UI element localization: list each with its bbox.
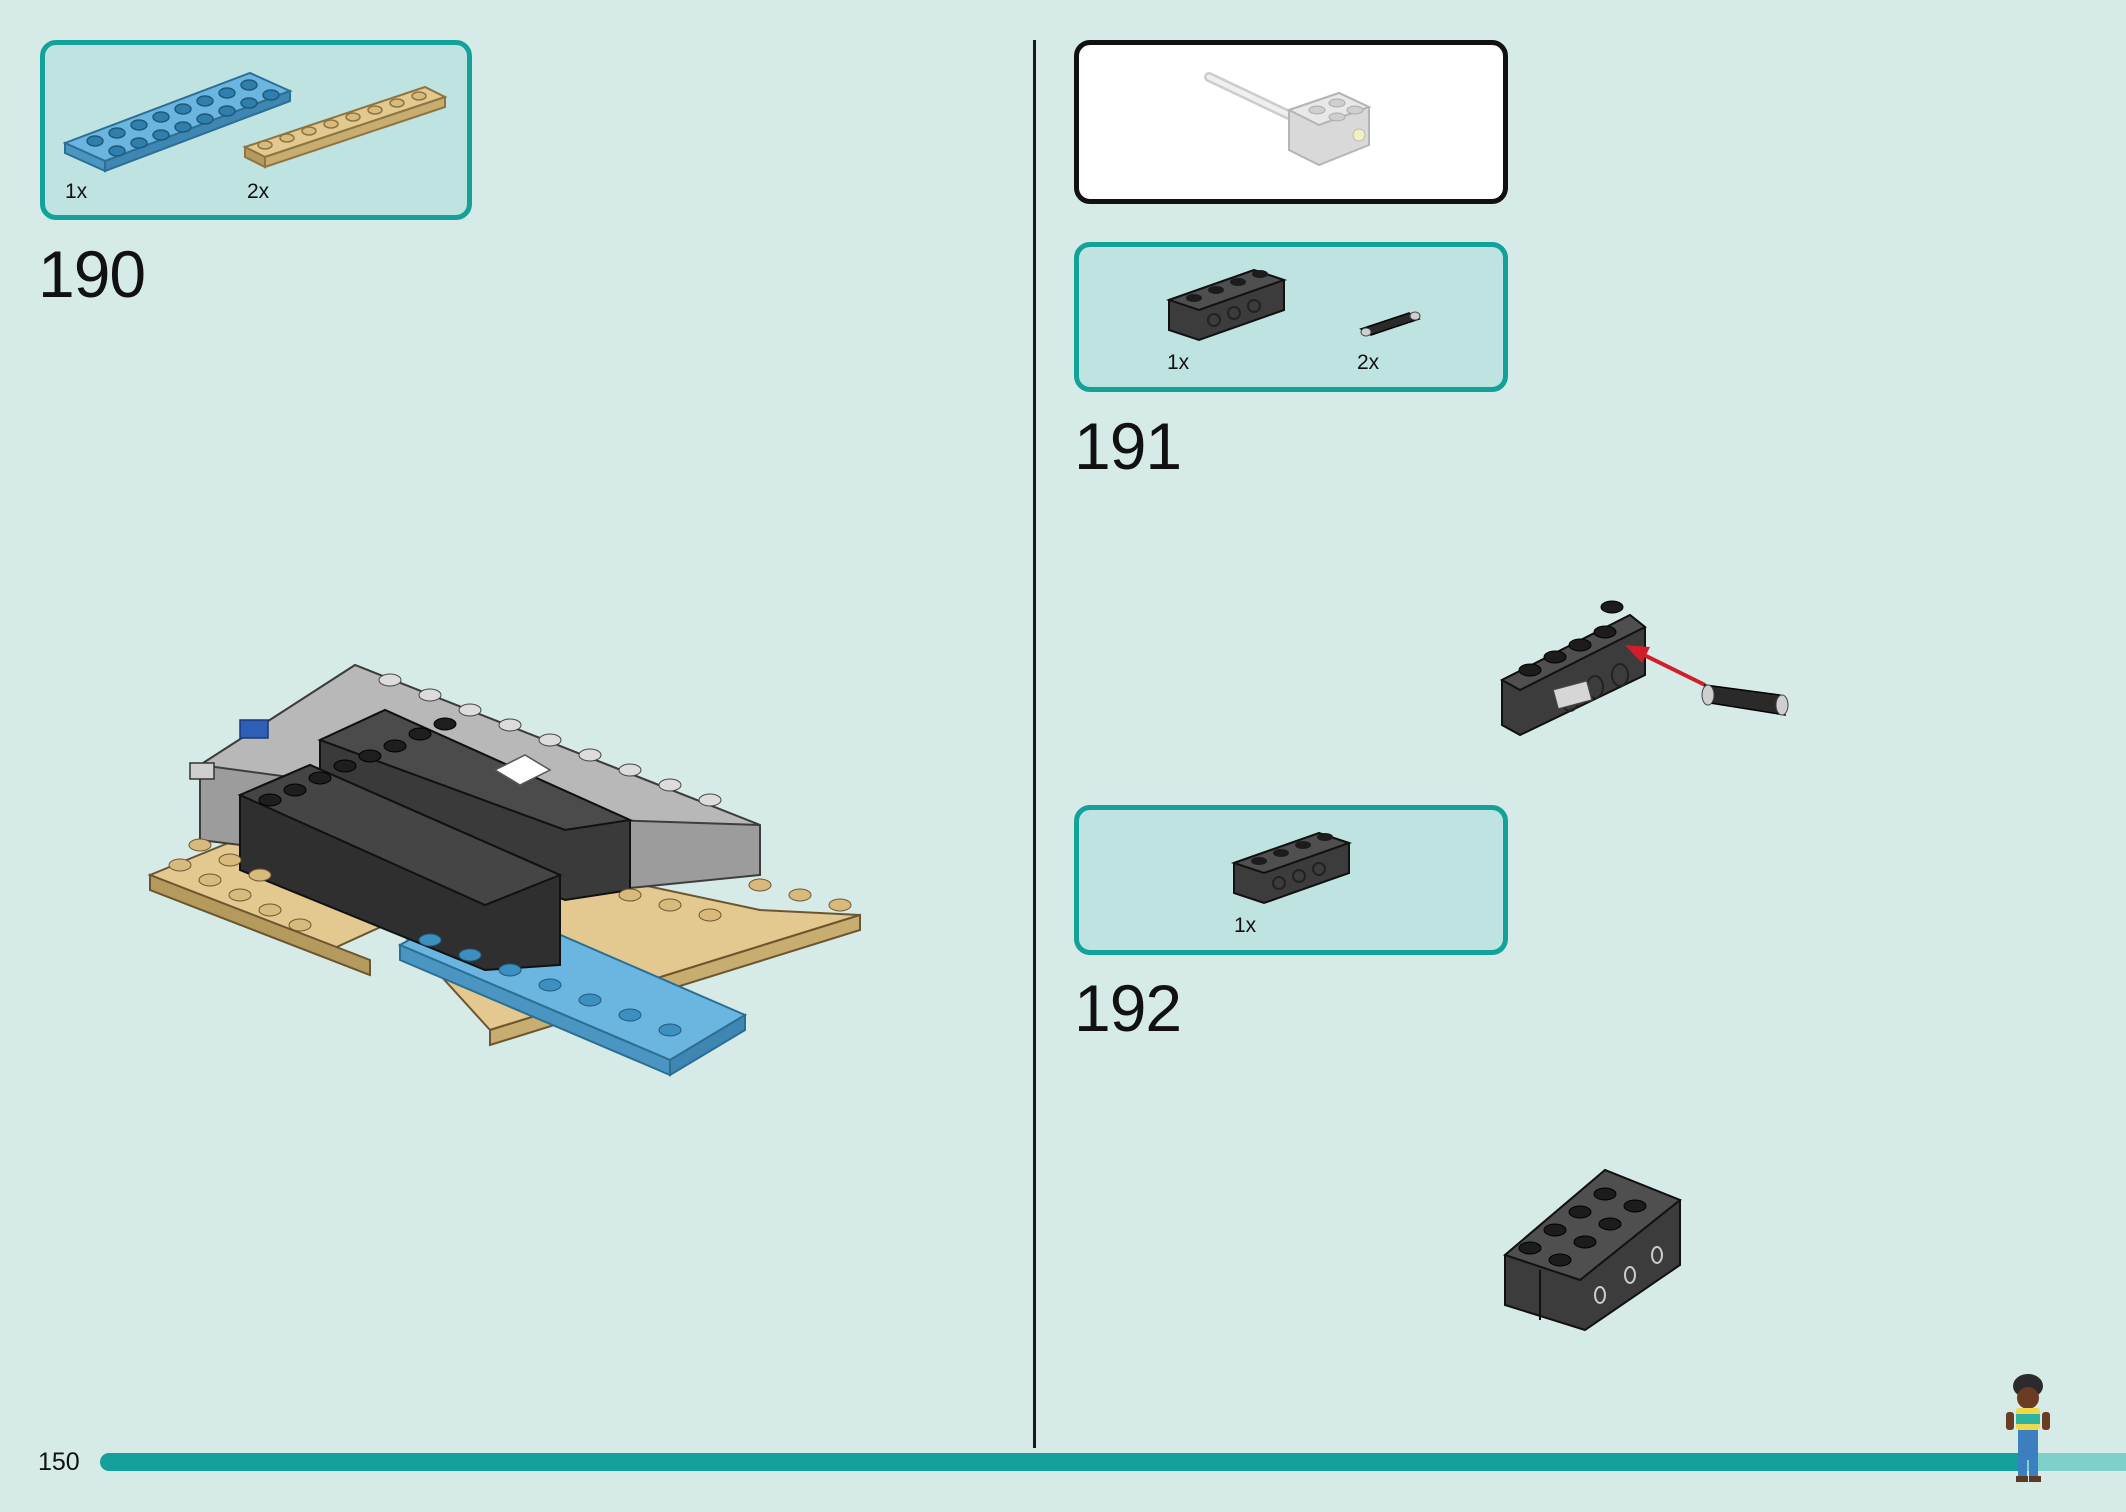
minifigure-character-icon (2006, 1374, 2050, 1482)
step-190-assembly-illustration (147, 663, 861, 1077)
part-qty: 1x (65, 180, 88, 203)
part-qty: 2x (247, 180, 270, 203)
parts-list-step-191: 1x 2x (1074, 242, 1508, 392)
parts-list-step-190: 1x 2x (40, 40, 472, 220)
tan-plate-icon (242, 85, 448, 169)
blue-plate-icon (62, 71, 293, 173)
page-number: 150 (38, 1448, 80, 1476)
step-number: 190 (38, 237, 146, 311)
step-192-assembly-illustration (1503, 1168, 1682, 1332)
part-qty: 1x (1167, 351, 1190, 374)
step-191-assembly-illustration (1499, 600, 1789, 737)
sub-assembly-callout (1074, 40, 1508, 204)
part-qty: 1x (1234, 914, 1257, 937)
step-number: 191 (1074, 409, 1182, 483)
progress-bar-remaining (2020, 1453, 2126, 1471)
part-qty: 2x (1357, 351, 1380, 374)
step-number: 192 (1074, 971, 1182, 1045)
technic-axle-assembly-icon (1204, 72, 1372, 167)
technic-pin-icon (1359, 311, 1421, 337)
page-divider (1033, 40, 1036, 1448)
progress-bar (100, 1453, 2035, 1471)
parts-list-step-192: 1x (1074, 805, 1508, 955)
technic-brick-icon (1230, 831, 1353, 905)
technic-brick-icon (1165, 268, 1288, 342)
